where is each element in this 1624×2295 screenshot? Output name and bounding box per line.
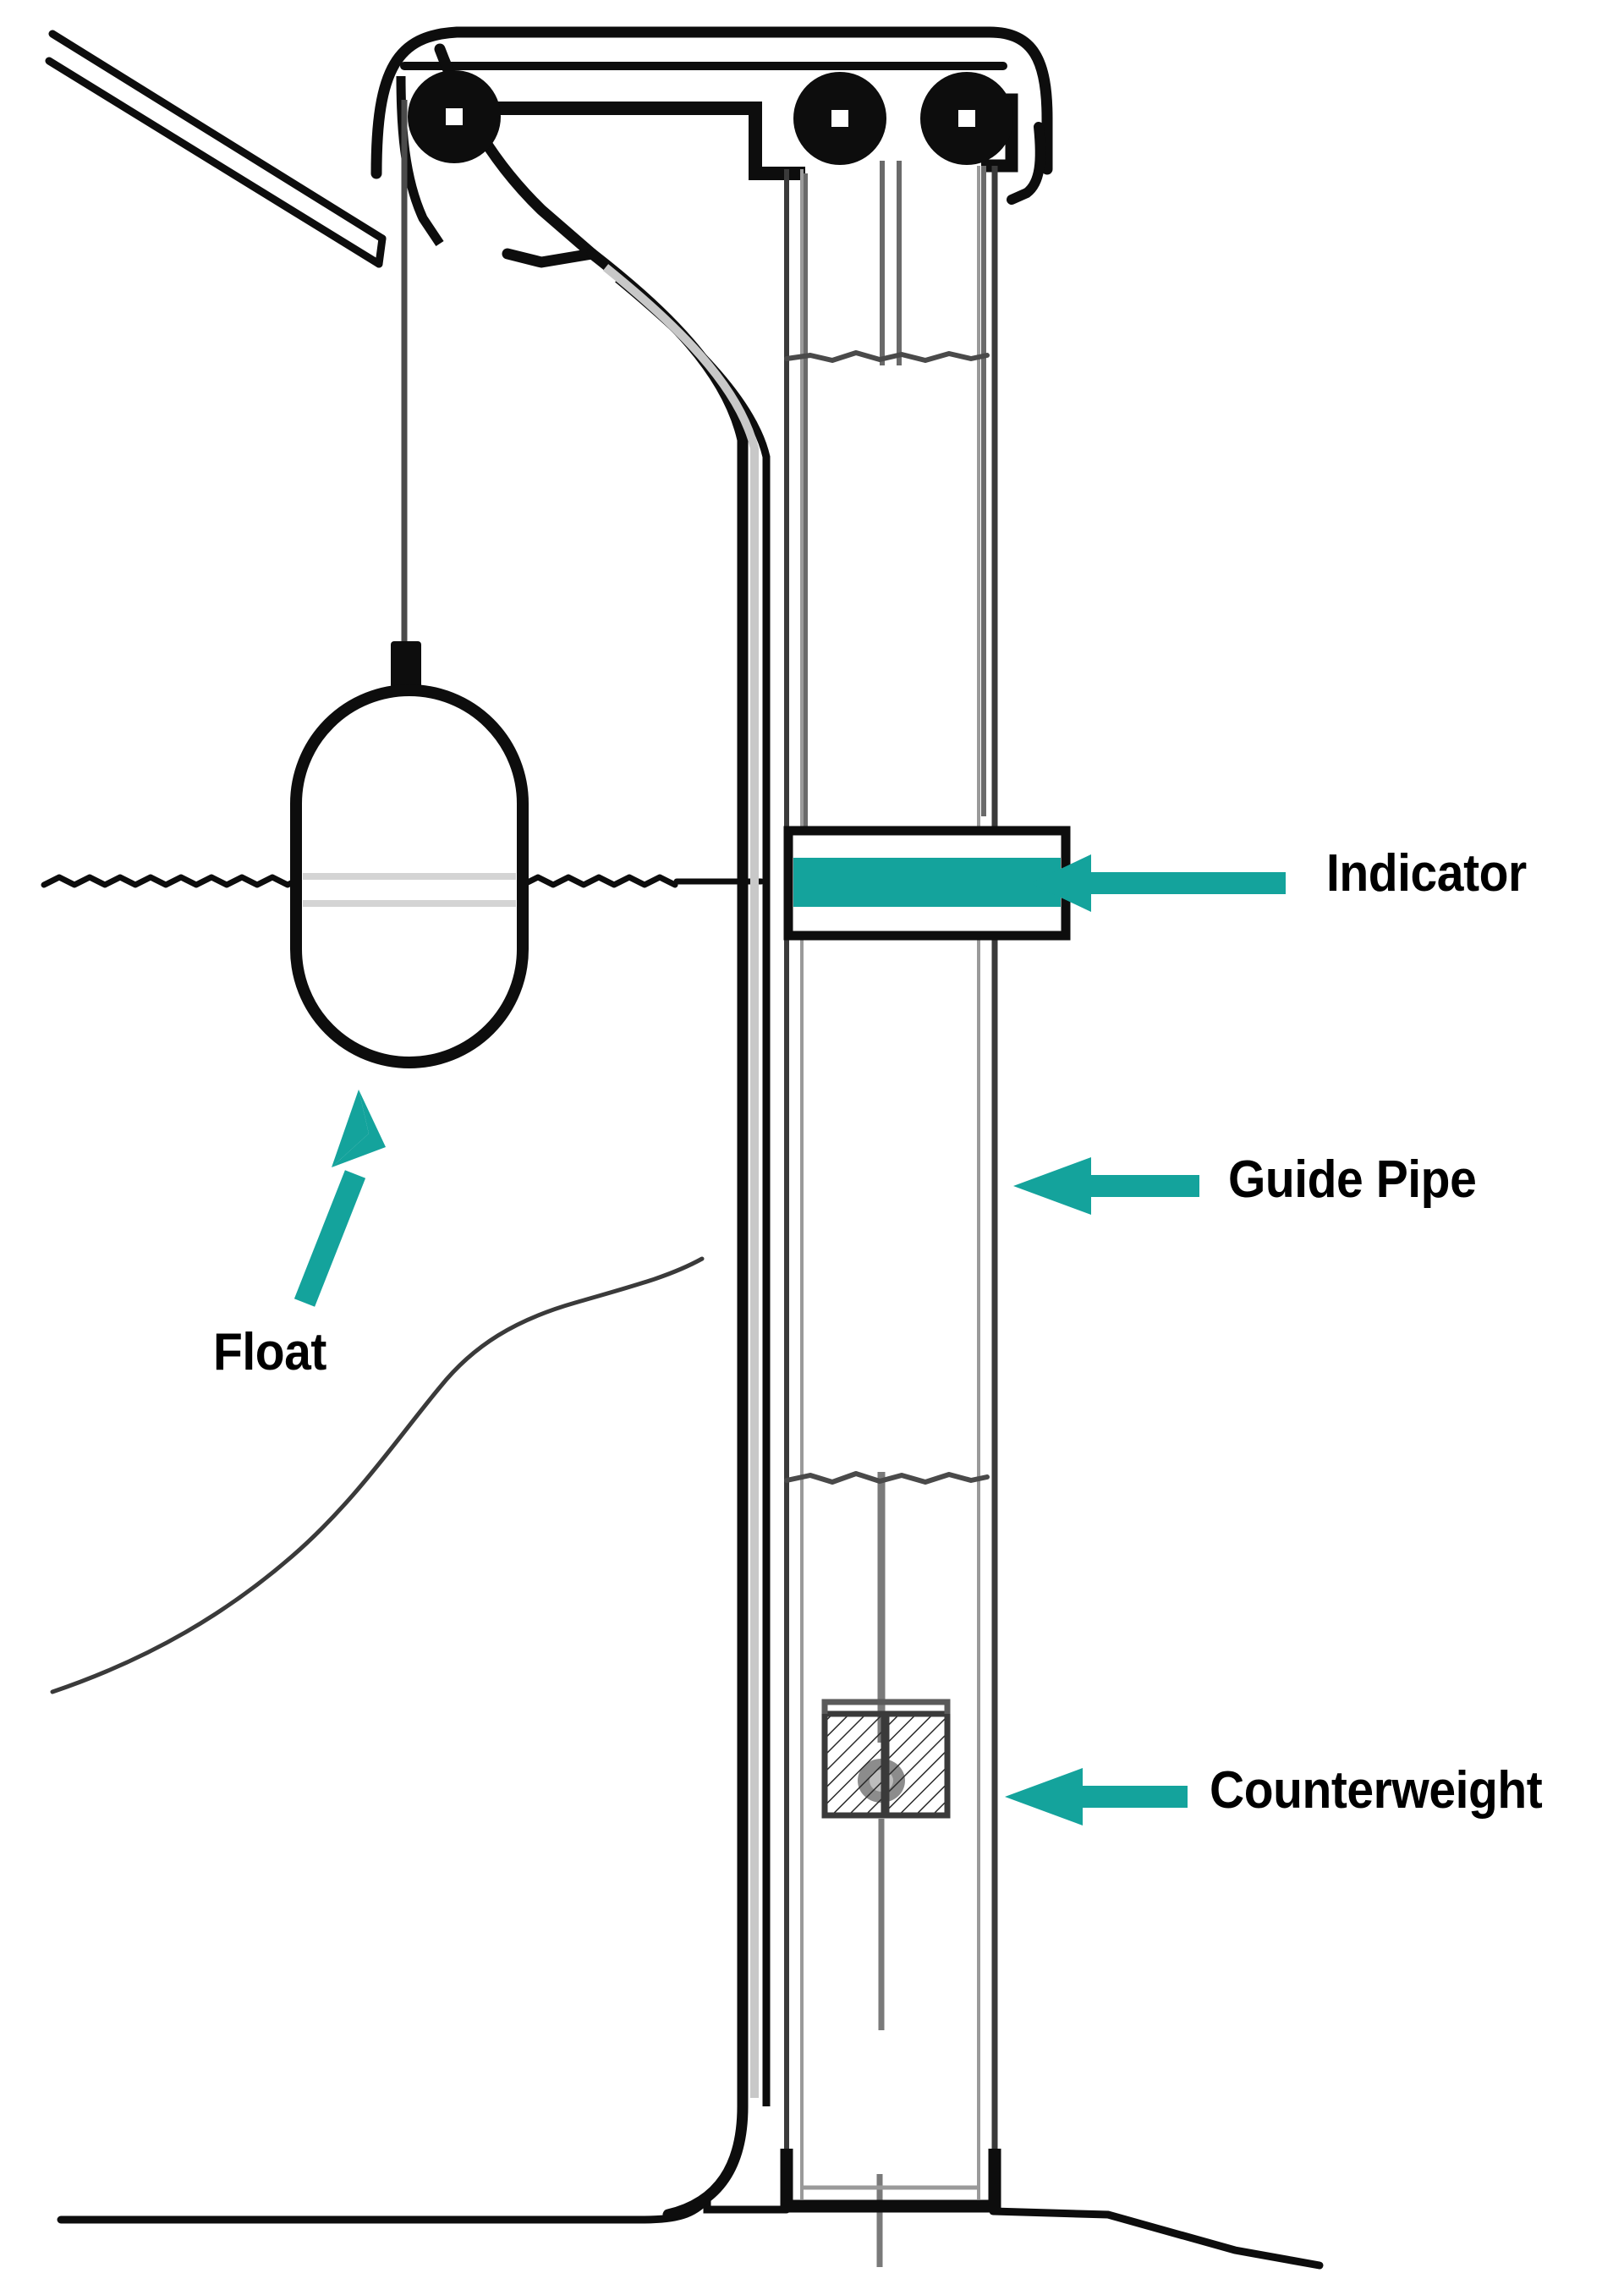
pulley-right [920,72,1013,165]
counterweight-block-left [821,1710,887,1819]
riser-standpipe [586,248,771,2221]
cable-group [401,100,986,2267]
counterweight [821,1699,951,1819]
ground-line-right [989,2207,1324,2270]
label-indicator: Indicator [1326,844,1527,903]
guide-pipe [780,166,1001,2213]
headframe-outer [370,26,1053,179]
arrow-left-indicator [1030,854,1286,912]
arrow-left-guide-pipe [1013,1157,1199,1215]
label-guide-pipe: Guide Pipe [1228,1150,1477,1209]
pulley-left [408,70,501,163]
break-line-upper [784,350,990,363]
arrow-up-right-float [294,1090,386,1307]
diagonal-conduit [45,30,387,268]
pulley-headframe [370,26,1053,268]
water-surface-right [519,874,678,888]
headframe-right-curve [1007,122,1045,205]
arrow-left-counterweight [1005,1768,1188,1826]
terrain-slope [50,1256,705,1694]
pulley-center [793,72,886,165]
indicator-band [793,858,1061,907]
float-hanger [391,641,421,689]
label-arrow-group [294,854,1286,1826]
guide-pipe-base [780,2149,1001,2213]
conduit-edge-top [48,30,387,243]
label-float: Float [213,1323,326,1381]
label-counterweight: Counterweight [1210,1761,1543,1820]
counterweight-yoke [821,1699,951,1714]
riser-outer-edge [586,248,749,2221]
break-line-lower [784,1471,990,1485]
conduit-cap [375,234,387,268]
headframe-center-lip [413,102,805,180]
water-surface-left [41,874,321,888]
terrain-group [50,1256,1324,2270]
counterweight-block-right [883,1710,951,1819]
riser-bevel-shade [602,264,759,2098]
pulley-group [408,70,1013,165]
headframe-strut-lower [502,248,598,268]
indicator [783,826,1071,941]
conduit-edge-bottom [45,57,383,268]
float [290,641,529,1068]
